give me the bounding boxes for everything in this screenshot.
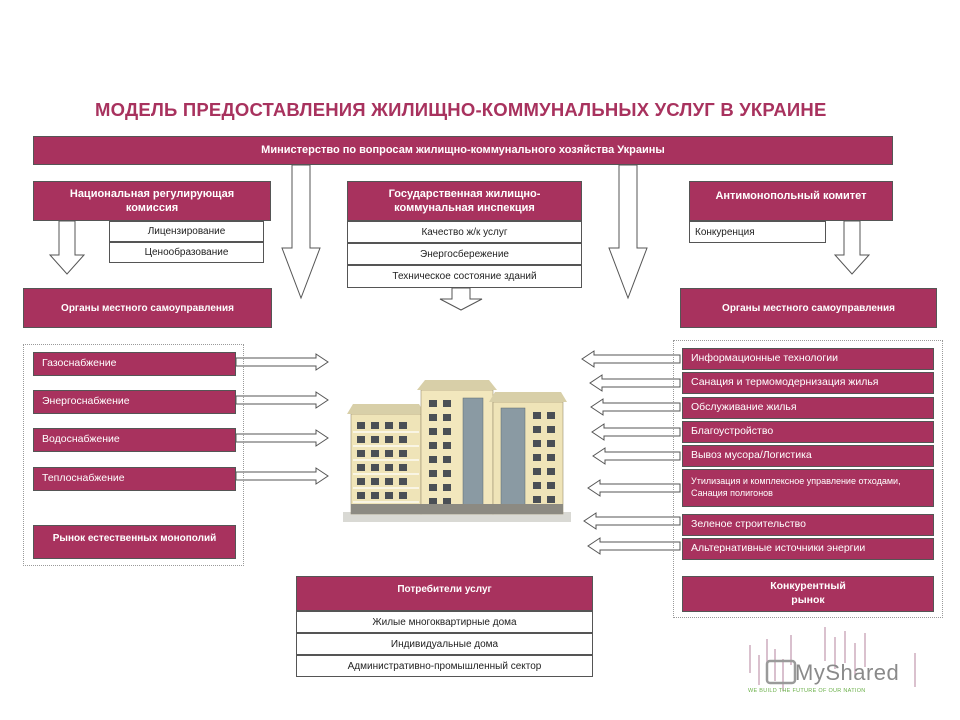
service-green: Зеленое строительство [682,514,934,536]
antimonopoly-box: Антимонопольный комитет [689,181,893,221]
right-arrow [235,467,329,485]
page-title: МОДЕЛЬ ПРЕДОСТАВЛЕНИЯ ЖИЛИЩНО-КОММУНАЛЬН… [95,99,827,120]
inspection-item: Энергосбережение [347,243,582,265]
service-maintenance: Обслуживание жилья [682,397,934,419]
consumer-item: Административно-промышленный сектор [296,655,593,677]
natural-monopolies-box: Рынок естественных монополий [33,525,236,559]
local-gov-right: Органы местного самоуправления [680,288,937,328]
right-arrow [235,353,329,371]
antimonopoly-item: Конкуренция [689,221,826,243]
utility-gas: Газоснабжение [33,352,236,376]
inspection-box: Государственная жилищно-коммунальная инс… [347,181,582,221]
left-arrow [591,423,681,441]
left-arrow [587,479,681,497]
right-arrow [235,429,329,447]
consumer-item: Жилые многоквартирные дома [296,611,593,633]
right-arrow [235,391,329,409]
apartment-building-image [343,380,571,522]
service-renovation: Санация и термомодернизация жилья [682,372,934,394]
service-recycling: Утилизация и комплексное управление отхо… [682,469,934,507]
utility-water: Водоснабжение [33,428,236,452]
service-landscaping: Благоустройство [682,421,934,443]
down-arrow [48,220,86,275]
myshared-logo [749,627,916,691]
left-arrow [592,447,681,465]
consumer-item: Индивидуальные дома [296,633,593,655]
left-arrow [589,374,681,392]
commission-item: Ценообразование [109,242,264,263]
left-arrow [583,512,681,530]
competitive-market-box: Конкурентный рынок [682,576,934,612]
ministry-box: Министерство по вопросам жилищно-коммуна… [33,136,893,165]
service-it: Информационные технологии [682,348,934,370]
myshared-logo-tagline: WE BUILD THE FUTURE OF OUR NATION [748,688,866,694]
down-arrow [281,164,321,300]
left-arrow [590,398,681,416]
local-gov-left: Органы местного самоуправления [23,288,272,328]
services-group [673,340,943,618]
down-arrow [833,220,871,275]
service-waste: Вывоз мусора/Логистика [682,445,934,467]
commission-item: Лицензирование [109,221,264,242]
screen-icon [765,659,797,685]
down-arrow [439,287,483,311]
consumers-box: Потребители услуг [296,576,593,611]
commission-box: Национальная регулирующая комиссия [33,181,271,221]
utility-heat: Теплоснабжение [33,467,236,491]
utility-electricity: Энергоснабжение [33,390,236,414]
utilities-group [23,344,244,566]
service-alt-energy: Альтернативные источники энергии [682,538,934,560]
inspection-item: Качество ж/к услуг [347,221,582,243]
left-arrow [581,350,681,368]
left-arrow [587,537,681,555]
down-arrow [608,164,648,300]
inspection-item: Техническое состояние зданий [347,265,582,288]
myshared-logo-name: MyShared [795,660,900,685]
